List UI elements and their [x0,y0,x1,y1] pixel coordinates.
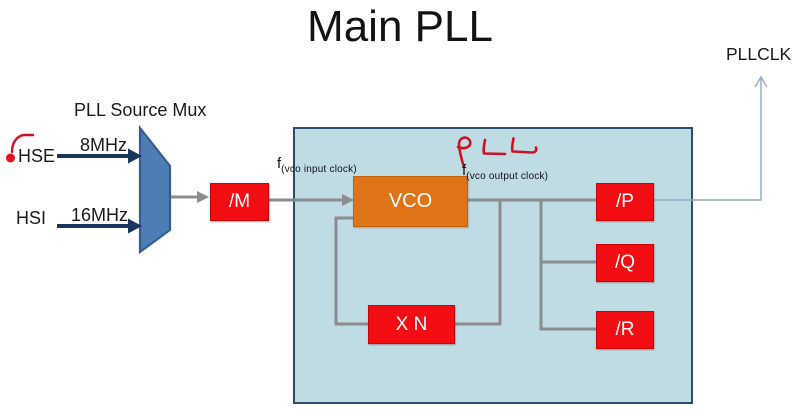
div-p-label: /P [616,191,634,212]
pllclk-wire [652,75,768,201]
hse-annotation-mark [6,133,35,163]
xn-input-branch [453,200,502,326]
hsi-arrow [57,218,142,234]
div-m-block: /M [210,183,269,221]
div-q-label: /Q [614,252,636,273]
div-r-label: /R [615,319,635,340]
vco-label: VCO [388,190,433,212]
div-p-block: /P [596,183,654,221]
hse-label: HSE [18,146,56,166]
page-title: Main PLL [307,2,493,51]
multiply-n-label: X N [395,313,428,335]
div-q-block: /Q [596,244,654,282]
hse-frequency-label: 8MHz [80,135,128,155]
divm-to-vco-arrowhead [342,194,354,206]
div-r-block: /R [596,311,654,349]
pll-source-mux-caption: PLL Source Mux [74,100,207,120]
gray-wires [171,195,597,331]
multiply-n-block: X N [368,305,455,344]
hsi-label: HSI [16,208,47,228]
f-symbol: f [277,155,282,172]
vco-block: VCO [353,176,468,227]
mux-shape [138,124,172,255]
f-vco-input-clock-label: f (vco input clock) [277,156,357,175]
hsi-frequency-label: 16MHz [71,205,129,225]
f-vco-output-clock-label: f (vco output clock) [462,163,548,182]
mux-to-divm-arrowhead [197,191,209,203]
f-input-subscript: (vco input clock) [281,164,357,175]
f-symbol: f [462,162,467,179]
pqr-branch [539,200,597,331]
handwritten-pll-annotation [456,136,538,169]
xn-to-vco-feedback [334,216,368,326]
hse-arrow [57,148,142,164]
div-m-label: /M [228,191,251,212]
pllclk-arrowhead [754,75,768,88]
f-output-subscript: (vco output clock) [466,171,549,182]
pllclk-label: PLLCLK [726,44,792,64]
